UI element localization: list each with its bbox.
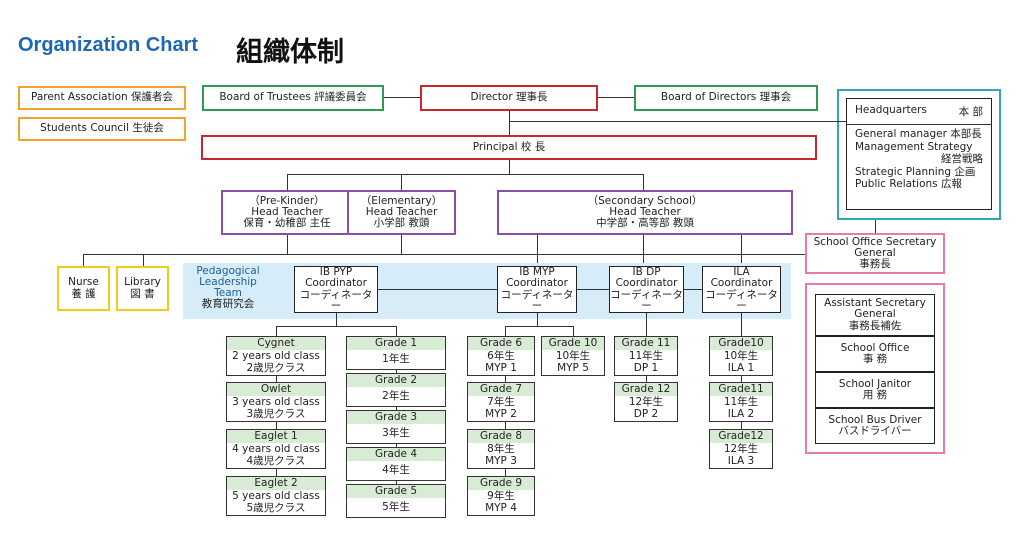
connector xyxy=(643,174,645,190)
connector xyxy=(537,235,539,266)
connector xyxy=(577,289,609,291)
connector xyxy=(287,174,289,190)
connector xyxy=(396,326,398,336)
headquarters-roles: General manager 本部長 Management Strategy … xyxy=(855,128,983,191)
connector xyxy=(276,326,278,336)
connector xyxy=(83,254,875,256)
principal-box: Principal 校 長 xyxy=(201,135,817,160)
students-council-box: Students Council 生徒会 xyxy=(18,117,186,141)
chart-title-japanese: 組織体制 xyxy=(236,37,344,68)
board-of-trustees-box: Board of Trustees 評議委員会 xyxy=(202,85,384,111)
connector xyxy=(509,121,846,123)
connector xyxy=(287,235,289,254)
connector xyxy=(505,376,507,481)
headquarters-frame xyxy=(837,89,1001,220)
connector xyxy=(401,235,403,254)
connector xyxy=(646,376,648,382)
pedagogical-team-band xyxy=(183,263,791,319)
connector xyxy=(276,376,278,481)
connector xyxy=(573,326,575,336)
connector xyxy=(83,254,85,266)
connector xyxy=(741,235,743,266)
connector xyxy=(287,174,644,176)
connector xyxy=(384,97,420,99)
board-of-directors-box: Board of Directors 理事会 xyxy=(634,85,818,111)
connector xyxy=(143,254,145,266)
connector xyxy=(401,174,403,190)
connector xyxy=(741,313,743,336)
connector xyxy=(509,160,511,174)
parent-association-box: Parent Association 保護者会 xyxy=(18,86,186,110)
connector xyxy=(378,289,498,291)
connector xyxy=(646,313,648,336)
connector xyxy=(643,235,645,266)
connector xyxy=(598,97,634,99)
connector xyxy=(336,313,338,326)
chart-title-english: Organization Chart xyxy=(18,34,199,56)
connector xyxy=(505,326,507,336)
connector xyxy=(276,326,396,328)
director-box: Director 理事長 xyxy=(420,85,598,111)
connector xyxy=(505,326,573,328)
connector xyxy=(537,313,539,326)
connector xyxy=(509,111,511,135)
connector xyxy=(875,220,877,233)
connector xyxy=(684,289,702,291)
